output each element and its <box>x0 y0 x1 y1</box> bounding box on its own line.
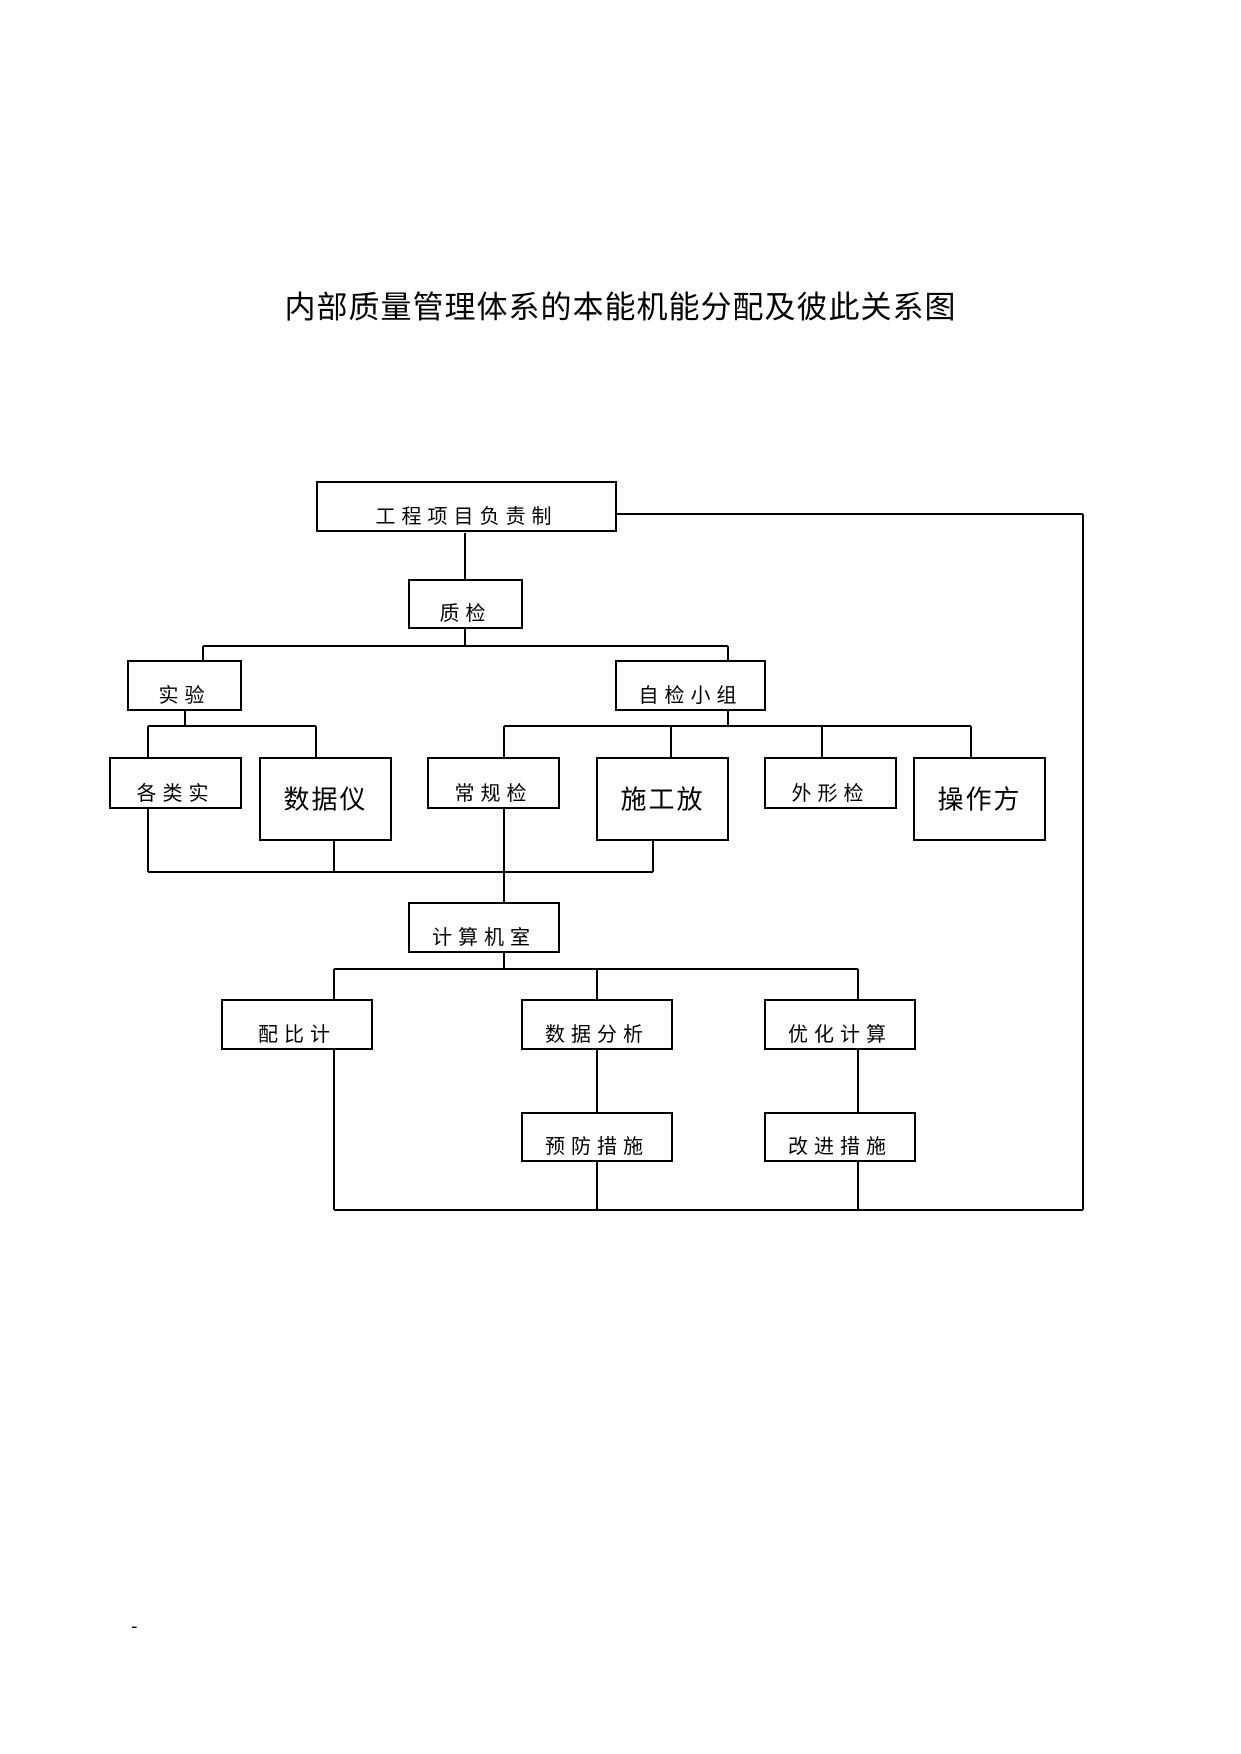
node-label: 预防措施 <box>545 1134 649 1158</box>
node-label: 操作方 <box>937 785 1021 815</box>
node-routine-inspection: 常规检 <box>427 757 560 809</box>
node-box <box>408 902 560 953</box>
node-label: 质检 <box>440 601 492 625</box>
node-appearance-inspection: 外形检 <box>764 757 897 809</box>
node-preventive-measures: 预防措施 <box>521 1112 673 1162</box>
node-box <box>596 757 729 841</box>
node-label: 计算机室 <box>432 925 536 949</box>
node-label: 外形检 <box>792 781 870 805</box>
node-box <box>764 1112 916 1162</box>
node-box <box>764 999 916 1050</box>
node-label: 配比计 <box>258 1022 336 1046</box>
node-box <box>521 1112 673 1162</box>
node-project-manager: 工程项目负责制 <box>316 481 617 532</box>
node-box <box>316 481 617 532</box>
node-label: 自检小组 <box>639 683 743 707</box>
node-label: 优化计算 <box>788 1022 892 1046</box>
node-data-analysis: 数据分析 <box>521 999 673 1050</box>
node-box <box>427 757 560 809</box>
node-data-instrument: 数据仪 <box>259 757 392 841</box>
connector-lines <box>147 513 1084 1211</box>
node-label: 工程项目负责制 <box>376 504 558 528</box>
node-label: 各类实 <box>137 781 215 805</box>
node-computer-room: 计算机室 <box>408 902 560 953</box>
node-box <box>913 757 1046 841</box>
node-label: 数据仪 <box>283 785 367 815</box>
node-box <box>127 660 242 711</box>
node-box <box>615 660 766 711</box>
node-label: 数据分析 <box>545 1022 649 1046</box>
node-box <box>259 757 392 841</box>
node-materials-lab: 各类实 <box>109 757 242 809</box>
node-mix-design: 配比计 <box>221 999 373 1050</box>
node-box <box>764 757 897 809</box>
node-optimization: 优化计算 <box>764 999 916 1050</box>
page-title: 内部质量管理体系的本能机能分配及彼此关系图 <box>284 290 957 326</box>
node-label: 改进措施 <box>788 1134 892 1158</box>
node-box <box>408 579 523 629</box>
node-construction-layout: 施工放 <box>596 757 729 841</box>
node-box <box>221 999 373 1050</box>
node-box <box>109 757 242 809</box>
node-self-check-group: 自检小组 <box>615 660 766 711</box>
node-label: 常规检 <box>455 781 533 805</box>
node-box <box>521 999 673 1050</box>
node-improvement-measures: 改进措施 <box>764 1112 916 1162</box>
footer-mark: - <box>131 1616 138 1637</box>
node-laboratory: 实验 <box>127 660 242 711</box>
node-quality-inspection: 质检 <box>408 579 523 629</box>
node-operation-method: 操作方 <box>913 757 1046 841</box>
node-label: 施工放 <box>620 785 704 815</box>
node-label: 实验 <box>159 683 211 707</box>
